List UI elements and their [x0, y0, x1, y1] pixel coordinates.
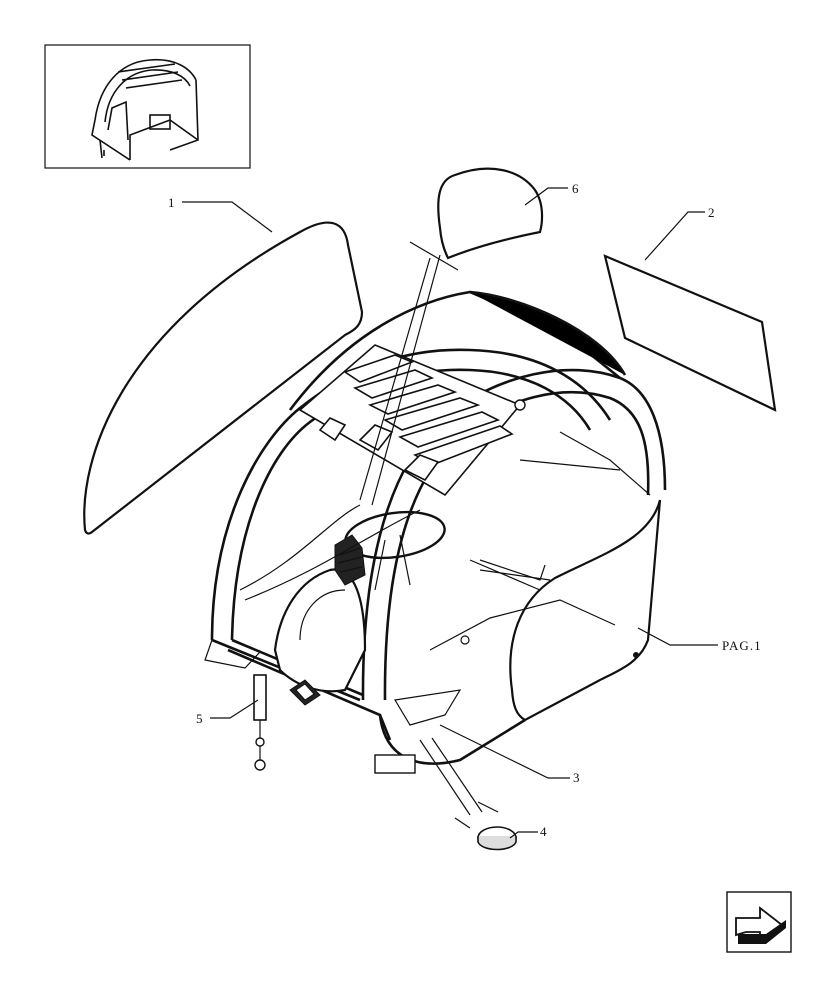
callout-2: 2	[708, 205, 716, 220]
part-4-plug[interactable]	[477, 826, 517, 851]
cab-frame[interactable]	[204, 290, 667, 774]
callout-5: 5	[196, 711, 204, 726]
thumbnail-inset[interactable]	[44, 44, 251, 169]
callout-1: 1	[168, 195, 176, 210]
callout-pag: PAG.1	[722, 638, 762, 653]
next-page-arrow-icon[interactable]	[726, 891, 792, 953]
leader-lines	[182, 187, 718, 839]
joystick-icon	[334, 534, 366, 586]
part-1-side-window[interactable]	[83, 221, 364, 535]
callout-3: 3	[573, 770, 581, 785]
callout-6: 6	[572, 181, 580, 196]
part-2-rear-glass[interactable]	[603, 254, 777, 412]
cab-thumbnail-icon	[91, 58, 199, 161]
callout-4: 4	[540, 824, 548, 839]
part-6-cushion[interactable]	[437, 167, 544, 260]
part-5-gas-strut[interactable]	[253, 674, 267, 771]
